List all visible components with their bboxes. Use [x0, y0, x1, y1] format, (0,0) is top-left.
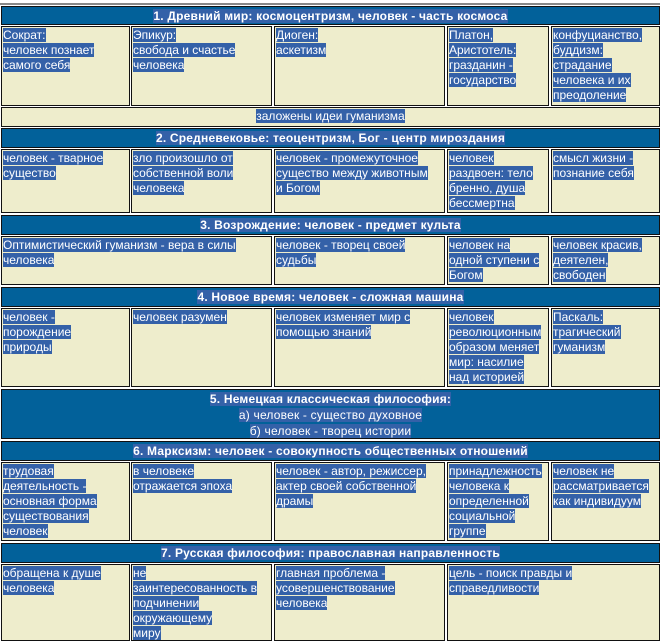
- table-cell: человек - тварное существо: [1, 149, 130, 213]
- table-cell: зло произошло от собственной воли челове…: [131, 149, 272, 213]
- table-cell: Диоген: аскетизм: [274, 26, 445, 106]
- table-cell: человек революционным образом меняет мир…: [447, 308, 549, 387]
- cell-text: Диоген: аскетизм: [276, 28, 327, 57]
- cell-text: Платон, Аристотель: гразданин - государс…: [449, 28, 517, 87]
- section-subtitle: а) человек - существо духовное: [238, 408, 423, 422]
- cell-text: не заинтересованность в подчинении окруж…: [133, 566, 257, 640]
- cell-text: Сократ: человек познает самого себя: [3, 28, 95, 72]
- section-subtitle: б) человек - творец истории: [249, 424, 412, 438]
- cell-text: обращена к душе человека: [3, 566, 101, 595]
- summary-row: заложены идеи гуманизма: [1, 107, 660, 127]
- section-title: 6. Марксизм: человек - совокупность обще…: [133, 444, 528, 458]
- table-cell: Сократ: человек познает самого себя: [1, 26, 130, 106]
- table-cell: человек изменяет мир с помощью знаний: [274, 308, 445, 387]
- table-cell: Эпикур: свобода и счастье человека: [131, 26, 272, 106]
- table-cell: Паскаль: трагический гуманизм: [551, 308, 660, 387]
- section-header: 4. Новое время: человек - сложная машина: [1, 287, 660, 307]
- section-header: 3. Возрождение: человек - предмет культа: [1, 215, 660, 235]
- cell-text: человек на одной ступени с Богом: [449, 238, 540, 282]
- table-cell: главная проблема - усовершенствование че…: [274, 564, 445, 641]
- section-title: 2. Средневековье: теоцентризм, Бог - цен…: [155, 131, 506, 145]
- table-cell: человек красив, деятелен, свободен: [551, 236, 660, 285]
- cell-text: человек красив, деятелен, свободен: [553, 238, 642, 282]
- cell-text: главная проблема - усовершенствование че…: [276, 566, 395, 610]
- cell-text: человек - порождение природы: [3, 310, 72, 354]
- table-cell: принадлежность человека к определенной с…: [447, 462, 549, 541]
- cell-text: Паскаль: трагический гуманизм: [553, 310, 621, 354]
- table-cell: не заинтересованность в подчинении окруж…: [131, 564, 272, 641]
- table-cell: цель - поиск правды и справедливости: [447, 564, 660, 641]
- table-cell: Платон, Аристотель: гразданин - государс…: [447, 26, 549, 106]
- section-header: 7. Русская философия: православная напра…: [1, 543, 660, 563]
- cell-text: цель - поиск правды и справедливости: [449, 566, 573, 595]
- table-cell: трудовая деятельность - основная форма с…: [1, 462, 130, 541]
- table-cell: человек разумен: [131, 308, 272, 387]
- summary-text: заложены идеи гуманизма: [256, 109, 405, 123]
- table-cell: человек - промежуточное существо между ж…: [274, 149, 445, 213]
- page-frame: [0, 3, 660, 643]
- cell-text: смысл жизни - познание себя: [553, 151, 634, 180]
- table-cell: обращена к душе человека: [1, 564, 130, 641]
- table-cell: человек - автор, режиссер, актер своей с…: [274, 462, 445, 541]
- cell-text: человек изменяет мир с помощью знаний: [276, 310, 411, 339]
- table-cell: человек - порождение природы: [1, 308, 130, 387]
- section-title: 7. Русская философия: православная напра…: [161, 546, 500, 560]
- section-title: 1. Древний мир: космоцентризм, человек -…: [153, 9, 508, 23]
- table-cell: Оптимистический гуманизм - вера в силы ч…: [1, 236, 272, 285]
- table-cell: человек - творец своей судьбы: [274, 236, 445, 285]
- section-header: 1. Древний мир: космоцентризм, человек -…: [1, 6, 660, 25]
- cell-text: принадлежность человека к определенной с…: [449, 464, 542, 538]
- table-cell: смысл жизни - познание себя: [551, 149, 660, 213]
- cell-text: конфуцианство, буддизм: страдание челове…: [553, 28, 643, 102]
- table-cell: человек не рассматривается как индивидуу…: [551, 462, 660, 541]
- table-cell: человек на одной ступени с Богом: [447, 236, 549, 285]
- section-header: 5. Немецкая классическая философия: а) че…: [1, 389, 660, 439]
- cell-text: человек революционным образом меняет мир…: [449, 310, 542, 384]
- section-header: 6. Марксизм: человек - совокупность обще…: [1, 441, 660, 461]
- cell-text: человек не рассматривается как индивидуу…: [553, 464, 649, 508]
- cell-text: человек разумен: [133, 310, 227, 324]
- section-title: 5. Немецкая классическая философия:: [209, 392, 452, 406]
- cell-text: человек - творец своей судьбы: [276, 238, 406, 267]
- cell-text: в человеке отражается эпоха: [133, 464, 233, 493]
- section-title: 4. Новое время: человек - сложная машина: [197, 290, 464, 304]
- cell-text: человек - тварное существо: [3, 151, 104, 180]
- cell-text: трудовая деятельность - основная форма с…: [3, 464, 97, 538]
- table-cell: в человеке отражается эпоха: [131, 462, 272, 541]
- section-header: 2. Средневековье: теоцентризм, Бог - цен…: [1, 128, 660, 148]
- cell-text: зло произошло от собственной воли челове…: [133, 151, 234, 195]
- cell-text: Оптимистический гуманизм - вера в силы ч…: [3, 238, 236, 267]
- cell-text: человек раздвоен: тело бренно, душа бесс…: [449, 151, 533, 210]
- cell-text: человек - автор, режиссер, актер своей с…: [276, 464, 426, 508]
- table-cell: человек раздвоен: тело бренно, душа бесс…: [447, 149, 549, 213]
- section-title: 3. Возрождение: человек - предмет культа: [200, 218, 461, 232]
- cell-text: человек - промежуточное существо между ж…: [276, 151, 428, 195]
- cell-text: Эпикур: свобода и счастье человека: [133, 28, 236, 72]
- table-cell: конфуцианство, буддизм: страдание челове…: [551, 26, 660, 106]
